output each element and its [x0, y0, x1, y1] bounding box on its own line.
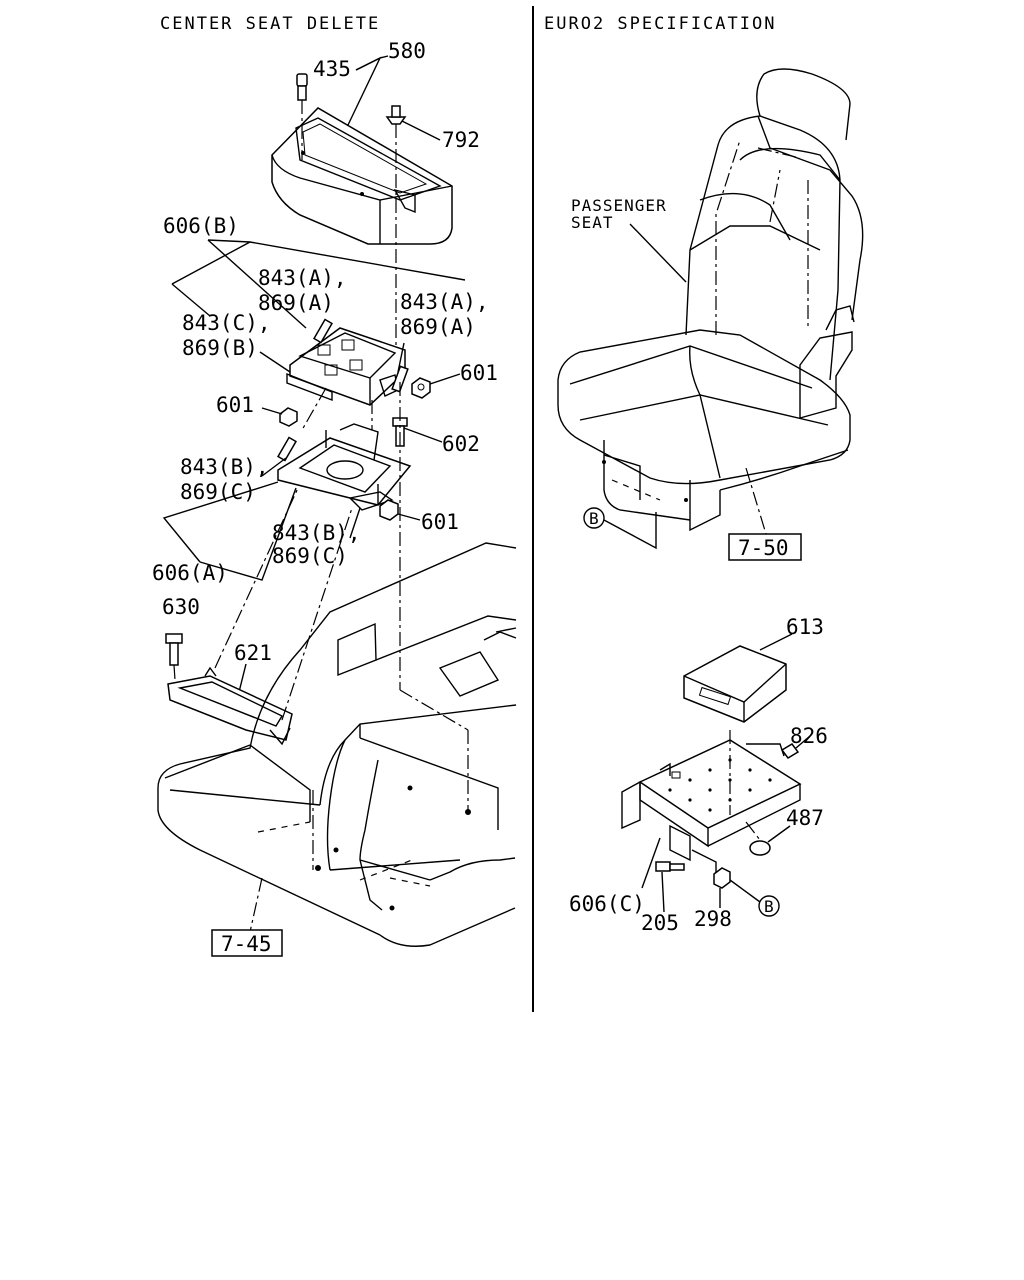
nut-298: [713, 867, 731, 889]
label-606c: 606(C): [569, 892, 645, 916]
b-marker-1-letter: B: [589, 509, 600, 528]
bolt-205: [655, 861, 685, 872]
clip-792: [385, 105, 407, 380]
label-843a-right: 843(A),: [400, 290, 489, 314]
label-298: 298: [694, 907, 732, 931]
label-869c-lower: 869(C): [272, 544, 348, 568]
ref-label-7-45: 7-45: [221, 932, 272, 956]
label-613: 613: [786, 615, 824, 639]
pin-843a-left: [313, 318, 333, 344]
lower-seat-bracket-606a: [277, 423, 412, 511]
label-602: 602: [442, 432, 480, 456]
bolt-435: [296, 73, 308, 160]
label-passenger-seat-line2: SEAT: [571, 213, 614, 232]
ref-box-7-45: [211, 929, 283, 957]
nut-601-a: [411, 377, 431, 399]
label-843b-lower: 843(B),: [272, 521, 361, 545]
label-621: 621: [234, 641, 272, 665]
b-marker-2-letter: B: [764, 897, 775, 916]
label-606a: 606(A): [152, 561, 228, 585]
seat-rail-621: [167, 666, 293, 746]
upper-seat-bracket-606b: [286, 327, 406, 406]
bolt-630: [165, 633, 183, 666]
label-601-a: 601: [460, 361, 498, 385]
b-marker-1: [583, 507, 605, 529]
label-606b: 606(B): [163, 214, 239, 238]
label-passenger-seat-line1: PASSENGER: [571, 196, 667, 215]
label-869b: 869(B): [182, 336, 258, 360]
label-843c: 843(C),: [182, 311, 271, 335]
label-580: 580: [388, 39, 426, 63]
right-panel-title: EURO2 SPECIFICATION: [544, 14, 776, 34]
label-826: 826: [790, 724, 828, 748]
pin-843a-right: [391, 365, 409, 393]
label-601-b: 601: [216, 393, 254, 417]
passenger-seat: [557, 68, 864, 532]
ref-label-7-50: 7-50: [738, 536, 789, 560]
label-843a-left: 843(A),: [258, 266, 347, 290]
label-205: 205: [641, 911, 679, 935]
label-843b-upper: 843(B),: [180, 455, 269, 479]
module-bracket-606c: [621, 739, 802, 882]
b-marker-2: [758, 895, 780, 917]
label-435: 435: [313, 57, 351, 81]
grommet-487: [749, 840, 771, 856]
label-601-c: 601: [421, 510, 459, 534]
clip-826: [780, 743, 800, 759]
label-869c-upper: 869(C): [180, 480, 256, 504]
left-panel-title: CENTER SEAT DELETE: [160, 14, 380, 34]
label-869a-left: 869(A): [258, 291, 334, 315]
console-cover-580: [271, 107, 453, 245]
nut-601-b: [279, 407, 298, 427]
ref-box-7-50: [728, 533, 802, 561]
label-869a-right: 869(A): [400, 315, 476, 339]
label-792: 792: [442, 128, 480, 152]
pin-843b-upper: [277, 436, 297, 462]
floor-panel: [157, 542, 517, 947]
label-630: 630: [162, 595, 200, 619]
control-module-613: [683, 645, 787, 723]
label-487: 487: [786, 806, 824, 830]
